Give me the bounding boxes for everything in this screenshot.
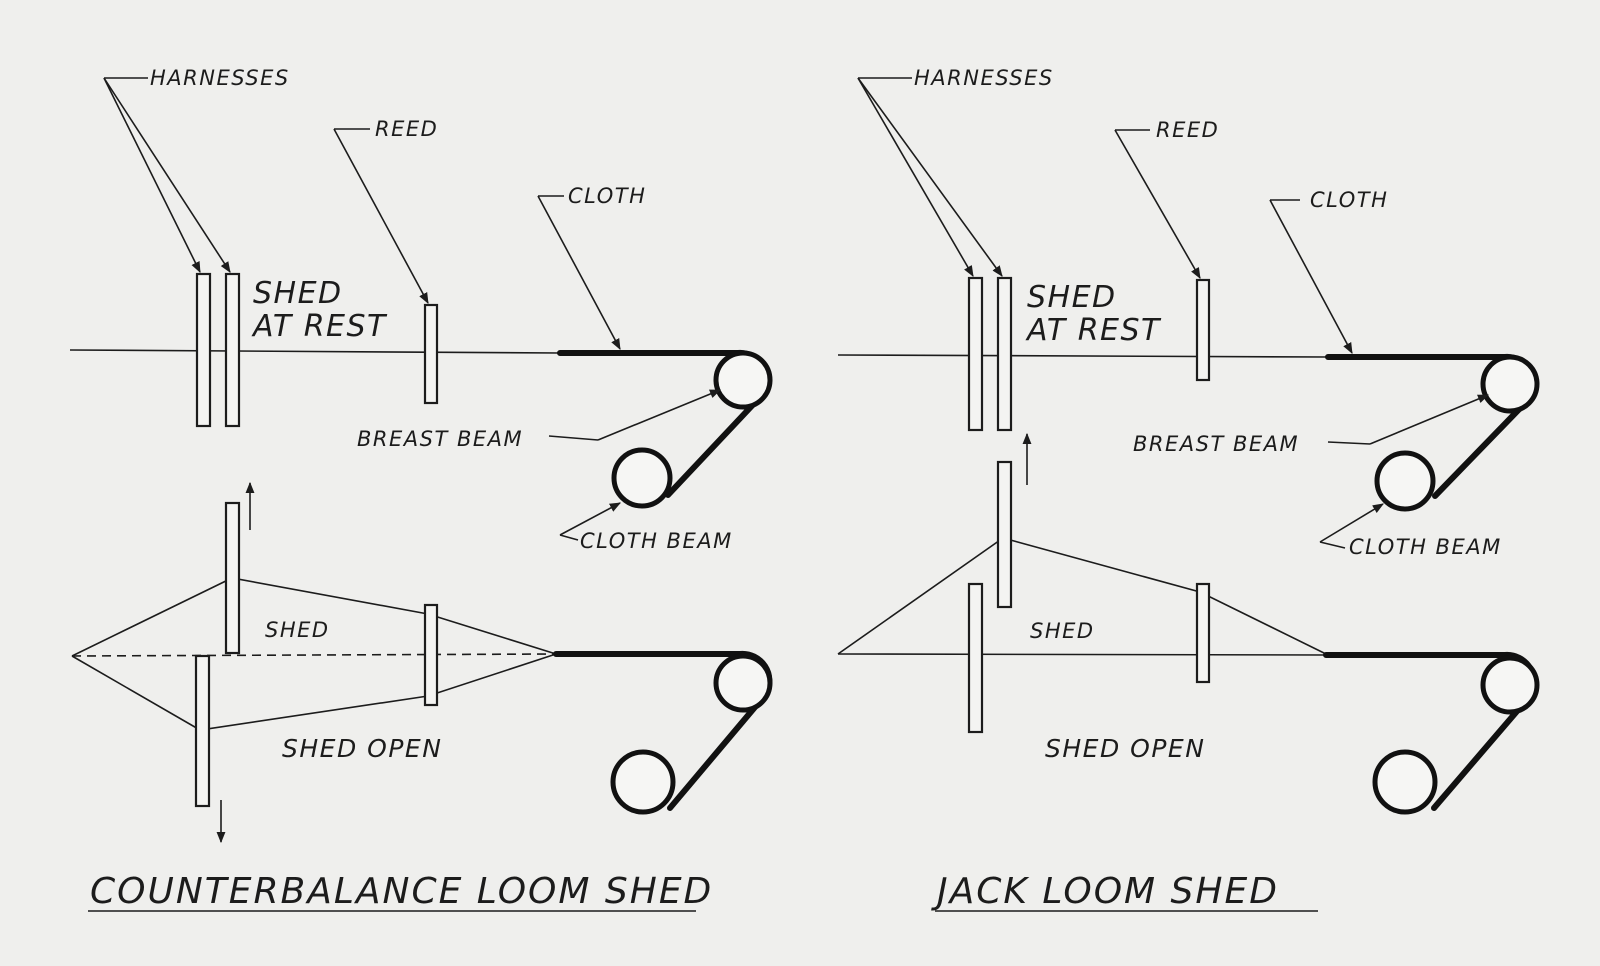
raised-harness-bar bbox=[996, 460, 1013, 609]
reed-bar bbox=[1195, 278, 1211, 382]
cloth-beam-arrow bbox=[1319, 503, 1384, 543]
cloth-beam-roll bbox=[1374, 450, 1436, 512]
cloth-label: CLOTH bbox=[568, 184, 646, 208]
harnesses-arrow-2 bbox=[103, 77, 231, 273]
breast-beam-leader bbox=[548, 435, 599, 441]
cloth-beam-label: CLOTH BEAM bbox=[1349, 535, 1502, 559]
cloth-arrow bbox=[537, 195, 621, 350]
breast-beam-roll-open bbox=[713, 653, 773, 713]
warp-line bbox=[837, 354, 1329, 358]
cloth-arrow bbox=[1269, 199, 1353, 354]
harness-bar-1 bbox=[967, 276, 984, 432]
warp-line bbox=[69, 349, 561, 354]
counterbalance-title: COUNTERBALANCE LOOM SHED bbox=[90, 871, 713, 912]
breast-beam-roll-open bbox=[1480, 655, 1540, 715]
breast-beam-label: BREAST BEAM bbox=[1133, 432, 1299, 456]
shed-at-rest-label-line1: SHED bbox=[1027, 280, 1117, 315]
reed-arrow bbox=[333, 128, 429, 304]
shed-label: SHED bbox=[265, 618, 330, 642]
jack-shed-at-rest: HARNESSES REED CLOTH SHED AT REST BREAST… bbox=[837, 66, 1540, 559]
shed-open-label: SHED OPEN bbox=[1045, 734, 1205, 763]
breast-beam-leader bbox=[1327, 441, 1371, 445]
jack-shed-open: SHED SHED OPEN bbox=[837, 432, 1540, 815]
center-dashed-line bbox=[71, 653, 557, 657]
shed-at-rest-label-line2: AT REST bbox=[1025, 313, 1162, 348]
counterbalance-panel: HARNESSES REED CLOTH SHED AT REST BREAST… bbox=[69, 66, 773, 912]
reed-label: REED bbox=[375, 117, 438, 141]
counterbalance-shed-open: SHED SHED OPEN bbox=[71, 481, 773, 844]
upper-warp-line bbox=[837, 537, 1327, 655]
reed-bar-open bbox=[1195, 582, 1211, 684]
breast-beam-arrow bbox=[597, 389, 722, 441]
shed-open-label: SHED OPEN bbox=[282, 734, 442, 763]
harnesses-arrow-1 bbox=[103, 77, 201, 274]
harnesses-arrow-2 bbox=[857, 77, 1003, 277]
jack-loom-title: JACK LOOM SHED bbox=[931, 871, 1279, 912]
harnesses-label: HARNESSES bbox=[914, 66, 1054, 90]
lower-harness-bar bbox=[194, 654, 211, 808]
harness-bar-1 bbox=[195, 272, 212, 428]
lower-warp-line bbox=[71, 653, 557, 731]
cloth-beam-roll-open bbox=[610, 749, 676, 815]
breast-beam-arrow bbox=[1369, 394, 1490, 445]
breast-beam-roll bbox=[1480, 354, 1540, 414]
cloth-label: CLOTH bbox=[1310, 188, 1388, 212]
cloth-beam-leader bbox=[559, 534, 579, 541]
cloth-beam-roll bbox=[611, 447, 673, 509]
shed-at-rest-label-line2: AT REST bbox=[251, 309, 388, 344]
harnesses-label: HARNESSES bbox=[150, 66, 290, 90]
counterbalance-shed-at-rest: HARNESSES REED CLOTH SHED AT REST BREAST… bbox=[69, 66, 773, 553]
reed-arrow bbox=[1114, 129, 1201, 279]
breast-beam-label: BREAST BEAM bbox=[357, 427, 523, 451]
cloth-beam-arrow bbox=[559, 502, 621, 536]
shed-label: SHED bbox=[1030, 619, 1095, 643]
reed-label: REED bbox=[1156, 118, 1219, 142]
cloth-beam-roll-open bbox=[1372, 749, 1438, 815]
harness-bar-2 bbox=[224, 272, 241, 428]
cloth-beam-label: CLOTH BEAM bbox=[580, 529, 733, 553]
upper-harness-bar bbox=[224, 501, 241, 655]
jack-loom-panel: HARNESSES REED CLOTH SHED AT REST BREAST… bbox=[837, 66, 1540, 912]
reed-bar-open bbox=[423, 603, 439, 707]
upper-warp-line bbox=[71, 577, 557, 657]
harness-bar-2 bbox=[996, 276, 1013, 432]
breast-beam-roll bbox=[713, 350, 773, 410]
reed-bar bbox=[423, 303, 439, 405]
harnesses-arrow-1 bbox=[857, 77, 974, 277]
lower-warp-line bbox=[837, 653, 1327, 656]
resting-harness-bar bbox=[967, 582, 984, 734]
shed-at-rest-label-line1: SHED bbox=[253, 276, 343, 311]
cloth-beam-leader bbox=[1319, 541, 1346, 549]
